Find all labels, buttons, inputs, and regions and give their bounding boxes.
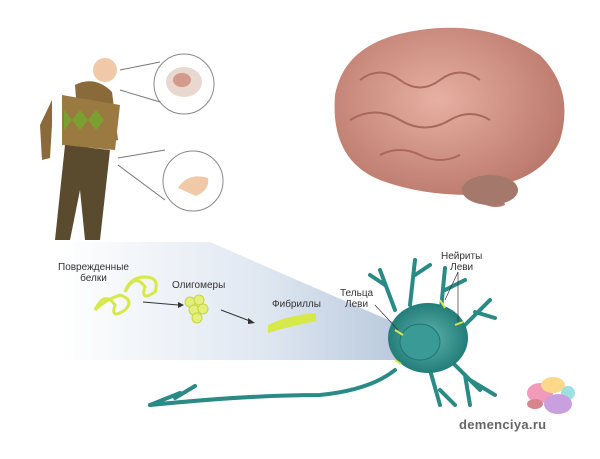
lewy-deposits [394, 299, 464, 365]
label-oligomers: Олигомеры [172, 280, 226, 291]
damaged-proteins-shape [93, 275, 158, 316]
label-fibrils: Фибриллы [272, 299, 321, 310]
label-line: Тельца [340, 288, 374, 299]
label-line: Поврежденные [58, 262, 129, 273]
label-line: белки [80, 273, 107, 284]
leader-line [444, 271, 459, 301]
arrow-1 [142, 301, 179, 306]
fibrils-shape [268, 313, 316, 333]
label-line: Нейриты [441, 251, 483, 262]
arrow-2 [220, 309, 251, 322]
elderly-man-figure [40, 58, 120, 240]
watermark-logo-icon [527, 377, 575, 414]
brain-image [334, 27, 565, 208]
leader-line [374, 304, 399, 331]
neuron-nucleus [399, 323, 441, 361]
oligomers-shape [184, 294, 209, 324]
zoom-panel [60, 242, 400, 360]
watermark-text: demenciya.ru [459, 417, 547, 432]
label-line: Леви [450, 262, 474, 273]
neuron [148, 258, 497, 407]
label-line: Леви [345, 299, 369, 310]
